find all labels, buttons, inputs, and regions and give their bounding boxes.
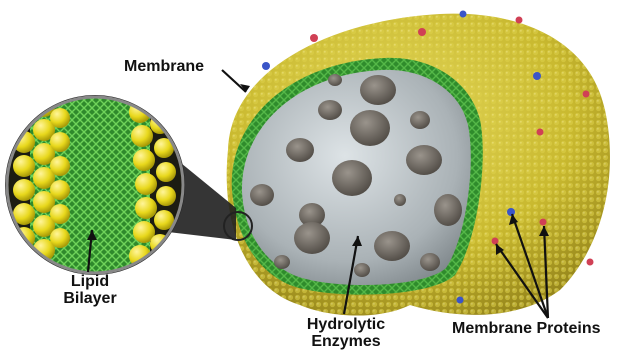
protein-red <box>583 91 590 98</box>
enzyme <box>354 263 370 277</box>
protein-blue <box>262 62 270 70</box>
lipid-bilayer-magnified <box>0 90 190 280</box>
hydrolytic-enzymes-label: Hydrolytic Enzymes <box>300 316 392 350</box>
enzyme <box>294 222 330 254</box>
enzyme <box>406 145 442 175</box>
enzyme <box>434 194 462 226</box>
enzyme <box>274 255 290 269</box>
lipid-bilayer-label-line2: Bilayer <box>60 290 120 307</box>
protein-blue <box>457 297 464 304</box>
enzyme <box>410 111 430 129</box>
protein-red <box>492 238 499 245</box>
protein-blue <box>460 11 467 18</box>
protein-red <box>310 34 318 42</box>
protein-red <box>418 28 426 36</box>
enzyme <box>318 100 342 120</box>
enzyme <box>420 253 440 271</box>
enzyme <box>374 231 410 261</box>
protein-red <box>540 219 547 226</box>
protein-red <box>537 129 544 136</box>
hydrolytic-enzymes-label-line1: Hydrolytic <box>300 316 392 333</box>
membrane-leader <box>222 70 246 92</box>
membrane-proteins-label: Membrane Proteins <box>452 320 600 337</box>
enzyme <box>286 138 314 162</box>
protein-blue <box>533 72 541 80</box>
enzyme <box>250 184 274 206</box>
enzyme <box>350 110 390 146</box>
enzyme <box>328 74 342 86</box>
enzyme <box>360 75 396 105</box>
lipid-bilayer-label-line1: Lipid <box>60 273 120 290</box>
lipid-bilayer-label: Lipid Bilayer <box>60 273 120 307</box>
hydrolytic-enzymes-label-line2: Enzymes <box>300 333 392 350</box>
enzyme <box>394 194 406 206</box>
membrane-label: Membrane <box>124 58 204 75</box>
protein-red <box>587 259 594 266</box>
protein-red <box>516 17 523 24</box>
enzyme <box>332 160 372 196</box>
protein-blue <box>507 208 515 216</box>
